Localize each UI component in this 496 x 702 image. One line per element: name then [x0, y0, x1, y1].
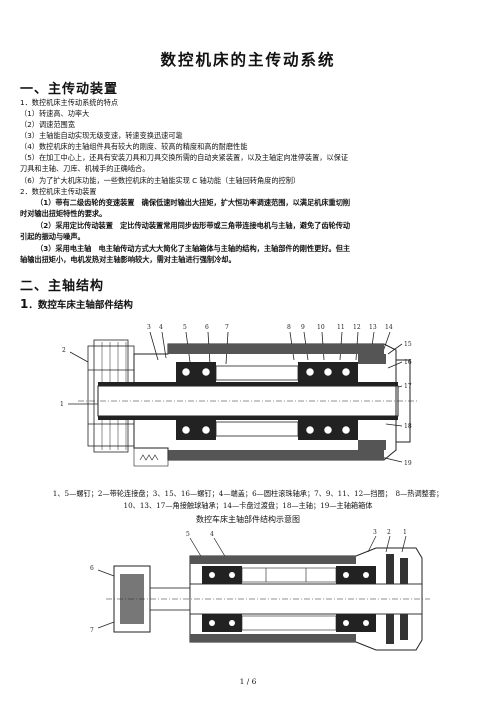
part-label: 18 [404, 423, 412, 430]
page-number: 1 / 6 [239, 677, 257, 686]
subheading-lathe-spindle: 1．数控车床主轴部件结构 [20, 297, 133, 311]
part-label: 1 [60, 401, 64, 408]
section-heading-spindle-structure: 二、主轴结构 [20, 279, 105, 294]
part-label: 4 [159, 324, 163, 331]
paragraph-gear-drive-cont: 时对输出扭矩特性的要求。 [20, 209, 107, 218]
part-label: 19 [404, 460, 412, 467]
subheading-text: ．数控车床主轴部件结构 [28, 300, 133, 311]
part-label: 16 [404, 359, 412, 366]
part-label: 14 [385, 324, 393, 331]
spindle-assembly-drawing: 5 4 3 2 1 6 7 [86, 528, 430, 668]
paragraph-gear-drive: （1）带有二级齿轮的变速装置 确保低速时输出大扭矩，扩大恒功率调速范围，以满足机… [36, 198, 351, 207]
part-label: 10 [317, 324, 325, 331]
subheading-number: 1 [20, 297, 29, 311]
part-label: 5 [186, 531, 190, 538]
paragraph-electric-spindle: （3）采用电主轴 电主轴传动方式大大简化了主轴箱体与主轴的结构，主轴部件的刚性更… [36, 244, 351, 253]
lathe-spindle-drawing: 3 4 5 6 7 8 9 10 11 12 13 14 2 1 15 16 1… [58, 320, 428, 480]
text-line: 刀具和主轴、刀库、机械手的正确啮合。 [20, 164, 150, 173]
part-label: 17 [404, 383, 412, 390]
part-label: 13 [369, 324, 377, 331]
part-label: 6 [90, 565, 94, 572]
figure-title: 数控车床主轴部件结构示意图 [196, 515, 300, 524]
figure-caption-line-2: 10、13、17—角接触球轴承；14—卡盘过渡盘；18—主轴；19—主轴箱箱体 [123, 501, 373, 510]
part-label: 4 [210, 531, 214, 538]
spindle-assembly-section-drawing: 5 4 3 2 1 6 7 [90, 529, 430, 651]
text-line: （1）转速高、功率大 [20, 109, 90, 118]
paragraph-electric-spindle-cont: 轴输出扭矩小，电机发热对主轴影响较大，需对主轴进行强制冷却。 [20, 255, 236, 264]
part-label: 1 [403, 529, 407, 536]
part-label: 6 [205, 324, 209, 331]
part-label: 2 [62, 347, 66, 354]
section-heading-main-drive: 一、主传动装置 [20, 82, 119, 97]
lathe-spindle-section-drawing: 3 4 5 6 7 8 9 10 11 12 13 14 2 1 15 16 1… [60, 324, 418, 467]
figure-caption-line-1: 1、5—螺钉；2—带轮连接盘；3、15、16—螺钉；4—端盖；6—圆柱滚珠轴承；… [52, 489, 444, 498]
paragraph-fixed-ratio: （2）采用定比传动装置 定比传动装置常用同步齿形带或三角带连接电机与主轴，避免了… [36, 221, 351, 230]
paragraph-fixed-ratio-cont: 引起的振动与噪声。 [20, 232, 85, 241]
text-line: （6）为了扩大机床功能，一些数控机床的主轴能实现 C 轴功能（主轴回转角度的控制… [20, 176, 301, 185]
text-line: （2）调速范围宽 [20, 120, 75, 129]
part-label: 2 [387, 529, 391, 536]
part-label: 5 [183, 324, 187, 331]
part-label: 9 [301, 324, 305, 331]
text-line: 1．数控机床主传动系统的特点 [20, 98, 119, 107]
document-title: 数控机床的主传动系统 [160, 51, 336, 69]
part-label: 3 [147, 324, 151, 331]
part-label: 12 [353, 324, 361, 331]
part-label: 7 [90, 627, 94, 634]
part-label: 15 [404, 341, 412, 348]
drawing-part-labels: 3 4 5 6 7 8 9 10 11 12 13 14 2 1 15 16 1… [60, 324, 412, 467]
drawing-part-labels-2: 5 4 3 2 1 6 7 [90, 529, 407, 634]
text-line: 2．数控机床主传动装置 [20, 187, 97, 196]
part-label: 7 [225, 324, 229, 331]
part-label: 11 [337, 324, 345, 331]
part-label: 3 [373, 529, 377, 536]
text-line: （5）在加工中心上，还具有安装刀具和刀具交换所需的自动夹紧装置，以及主轴定向准停… [20, 153, 349, 162]
text-line: （4）数控机床的主轴组件具有较大的刚度、较高的精度和高的耐磨性能 [20, 142, 248, 151]
part-label: 8 [287, 324, 291, 331]
text-line: （3）主轴能自动实现无级变速，转速变换迅速可靠 [20, 131, 183, 140]
